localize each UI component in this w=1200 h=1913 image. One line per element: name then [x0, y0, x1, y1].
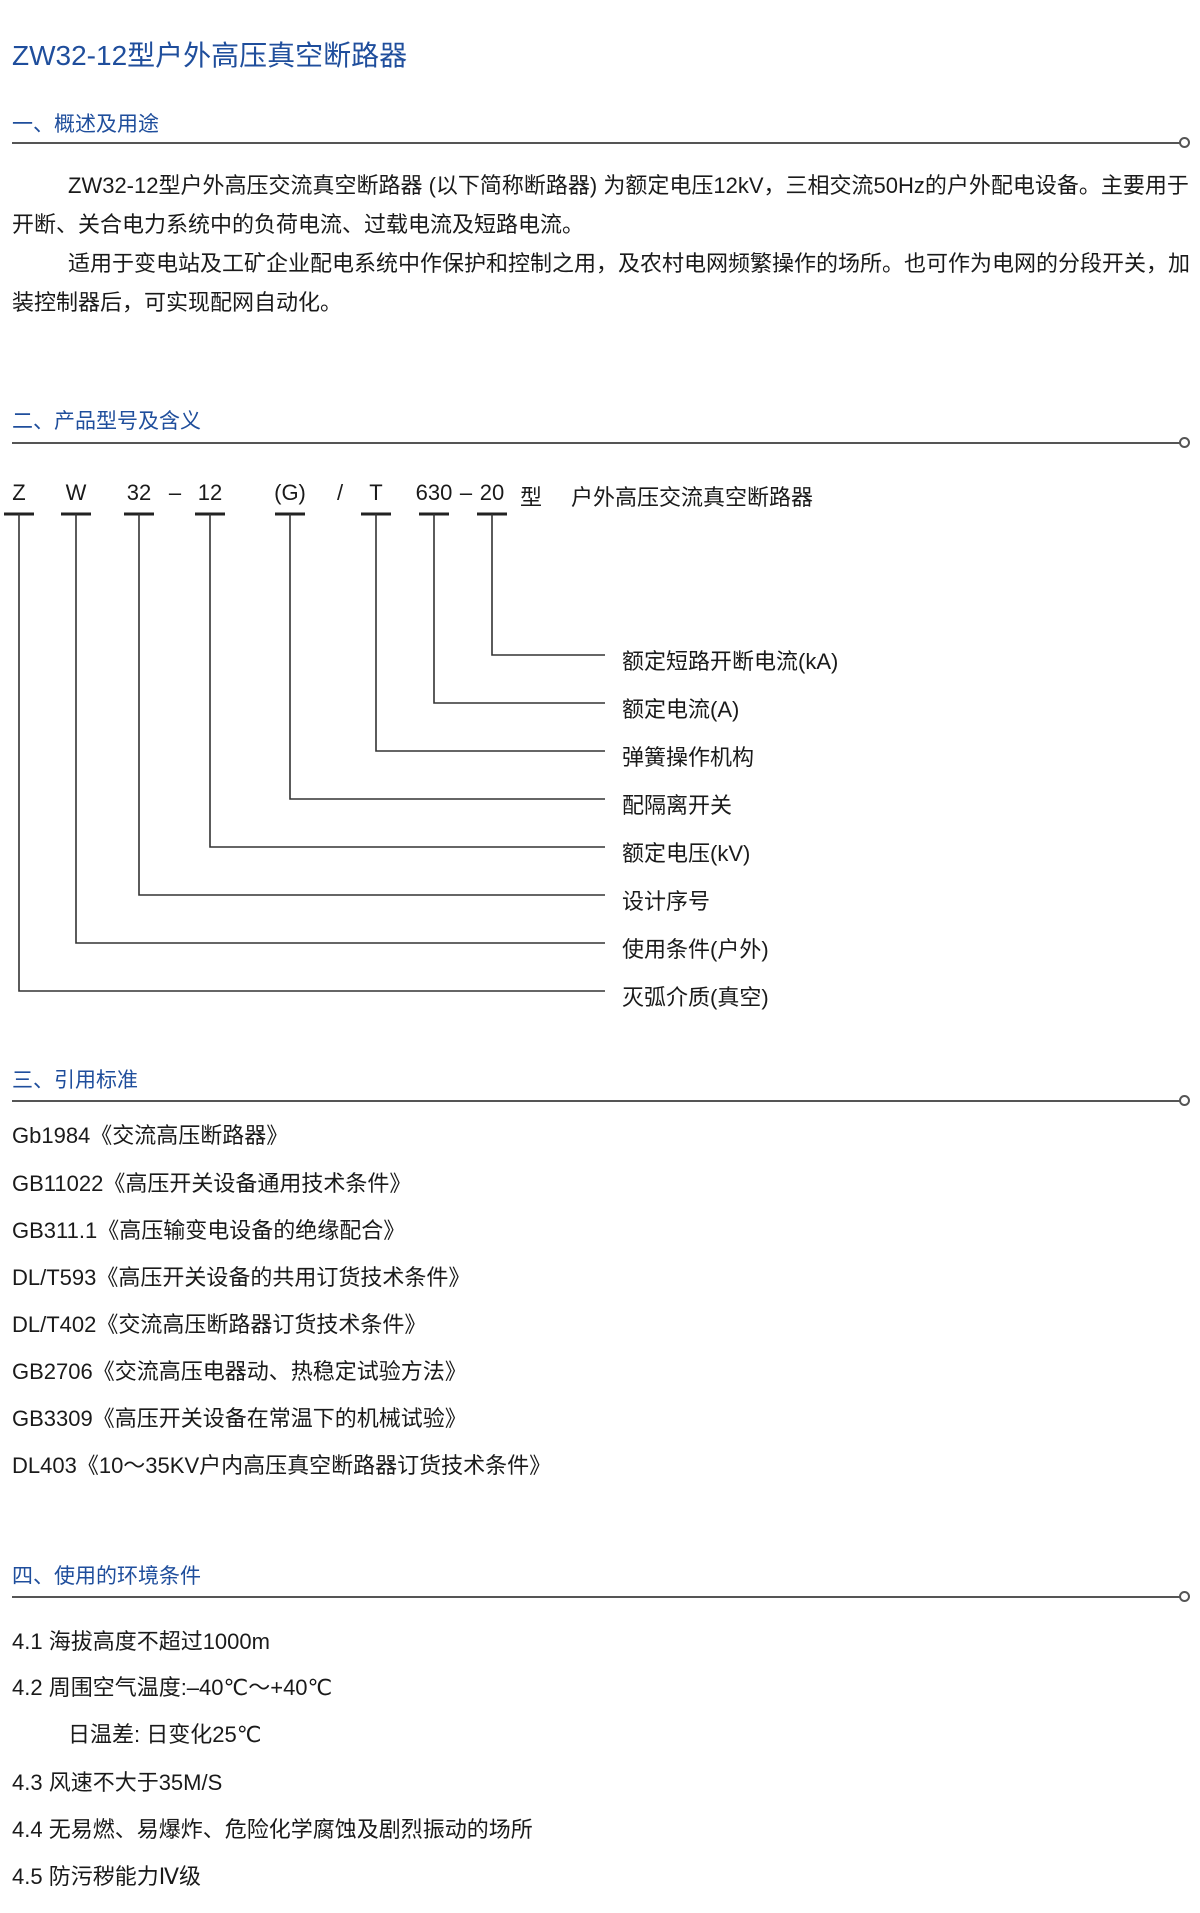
- code-product-name: 户外高压交流真空断路器: [571, 485, 814, 510]
- code-part: T: [369, 480, 383, 505]
- code-part: 12: [197, 480, 223, 505]
- code-part: –: [459, 480, 473, 505]
- meaning-label: 配隔离开关: [622, 793, 733, 818]
- condition-item: 4.1 海拔高度不超过1000m: [12, 1629, 270, 1654]
- standard-item: GB3309《高压开关设备在常温下的机械试验》: [12, 1406, 467, 1431]
- condition-item: 4.5 防污秽能力Ⅳ级: [12, 1864, 201, 1889]
- overview-text: ZW32-12型户外高压交流真空断路器 (以下简称断路器) 为额定电压12kV，…: [12, 166, 1197, 322]
- circle-end-icon: [1179, 1095, 1190, 1106]
- standard-item: GB2706《交流高压电器动、热稳定试验方法》: [12, 1359, 467, 1384]
- connector-line: [433, 514, 605, 704]
- meaning-label: 灭弧介质(真空): [622, 985, 769, 1010]
- code-part: /: [336, 480, 344, 505]
- code-part: 20: [479, 480, 505, 505]
- standard-item: DL/T402《交流高压断路器订货技术条件》: [12, 1312, 427, 1337]
- code-part: W: [65, 480, 87, 505]
- section-heading-overview: 一、概述及用途: [12, 113, 159, 136]
- circle-end-icon: [1179, 437, 1190, 448]
- code-part: –: [168, 480, 182, 505]
- standard-item: GB311.1《高压输变电设备的绝缘配合》: [12, 1218, 406, 1243]
- condition-item: 4.2 周围空气温度:–40℃～+40℃: [12, 1675, 333, 1700]
- standard-item: DL/T593《高压开关设备的共用订货技术条件》: [12, 1265, 471, 1290]
- meaning-label: 弹簧操作机构: [622, 745, 755, 770]
- page-title: ZW32-12型户外高压真空断路器: [12, 40, 408, 71]
- circle-end-icon: [1179, 137, 1190, 148]
- section-divider: [12, 1591, 1190, 1602]
- section-heading-model: 二、产品型号及含义: [12, 410, 201, 433]
- section-divider: [12, 437, 1190, 448]
- connector-line: [18, 514, 605, 992]
- circle-end-icon: [1179, 1591, 1190, 1602]
- meaning-label: 使用条件(户外): [622, 937, 769, 962]
- meaning-label: 额定电流(A): [622, 697, 740, 722]
- meaning-label: 额定电压(kV): [622, 841, 751, 866]
- diagram-lines: [4, 512, 605, 992]
- paragraph: 适用于变电站及工矿企业配电系统中作保护和控制之用，及农村电网频繁操作的场所。也可…: [12, 251, 1191, 315]
- condition-item: 4.3 风速不大于35M/S: [12, 1770, 223, 1795]
- connector-line: [491, 514, 605, 656]
- code-part: 630: [415, 480, 453, 505]
- standard-item: GB11022《高压开关设备通用技术条件》: [12, 1171, 412, 1196]
- standard-item: DL403《10～35KV户内高压真空断路器订货技术条件》: [12, 1453, 552, 1478]
- meaning-label: 额定短路开断电流(kA): [622, 649, 839, 674]
- condition-item: 日温差: 日变化25℃: [68, 1722, 262, 1747]
- code-part: 型: [519, 485, 543, 510]
- connector-line: [289, 514, 605, 800]
- standard-item: Gb1984《交流高压断路器》: [12, 1123, 289, 1148]
- meaning-label: 设计序号: [622, 889, 711, 914]
- code-part: 32: [126, 480, 152, 505]
- paragraph: ZW32-12型户外高压交流真空断路器 (以下简称断路器) 为额定电压12kV，…: [12, 173, 1189, 237]
- section-heading-environment: 四、使用的环境条件: [12, 1565, 201, 1588]
- section-heading-standards: 三、引用标准: [12, 1069, 138, 1092]
- connector-line: [209, 514, 605, 848]
- code-part: Z: [12, 480, 26, 505]
- section-divider: [12, 1095, 1190, 1106]
- connector-line: [375, 514, 605, 752]
- section-divider: [12, 137, 1190, 148]
- connector-line: [75, 514, 605, 944]
- code-part: (G): [274, 480, 306, 505]
- connector-line: [138, 514, 605, 896]
- condition-item: 4.4 无易燃、易爆炸、危险化学腐蚀及剧烈振动的场所: [12, 1817, 533, 1842]
